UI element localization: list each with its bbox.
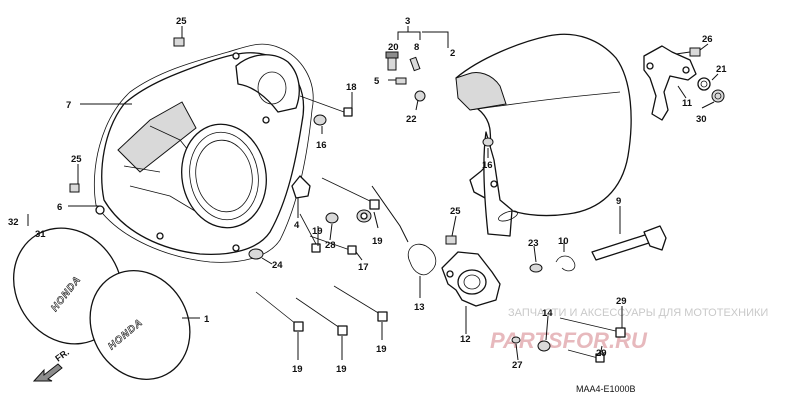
washer-27 xyxy=(511,336,521,344)
callout-27: 27 xyxy=(512,360,523,371)
washer-22 xyxy=(414,90,426,102)
shift-shaft-9 xyxy=(591,225,667,261)
bolt-26 xyxy=(675,47,701,57)
bolt-19-e xyxy=(333,285,388,322)
callout-labels: 25 7 25 6 32 31 1 3 20 8 2 5 22 18 16 16… xyxy=(8,16,727,375)
callout-10: 10 xyxy=(558,236,569,247)
washer-23 xyxy=(529,263,543,273)
callout-16-left: 16 xyxy=(316,140,327,151)
bolt-18 xyxy=(299,95,353,117)
callout-25-right: 25 xyxy=(450,206,461,217)
callout-25-left: 25 xyxy=(71,154,82,165)
callout-5: 5 xyxy=(374,76,380,87)
bolt-17 xyxy=(309,235,357,255)
grommet-16b xyxy=(482,137,494,147)
callout-13: 13 xyxy=(414,302,425,313)
callout-18: 18 xyxy=(346,82,357,93)
callout-11: 11 xyxy=(682,98,693,109)
callout-9: 9 xyxy=(616,196,621,207)
bracket-11 xyxy=(643,45,697,121)
callout-3: 3 xyxy=(405,16,410,27)
callout-29-top: 29 xyxy=(616,296,627,307)
callout-8: 8 xyxy=(414,42,419,53)
callout-19-bottom-right: 19 xyxy=(376,344,387,355)
bolt-19-d xyxy=(295,297,348,336)
callout-24: 24 xyxy=(272,260,283,271)
cover-gasket xyxy=(93,43,314,263)
callout-21: 21 xyxy=(716,64,727,75)
pump-cover-12 xyxy=(441,251,501,307)
left-crankcase-cover xyxy=(95,52,305,256)
dowel-25b xyxy=(69,183,80,193)
bolt-20 xyxy=(385,51,399,71)
rear-cover xyxy=(455,33,632,237)
diagram-code: MAA4-E1000B xyxy=(576,384,636,394)
bolt-19-long-a xyxy=(321,177,380,210)
callout-12: 12 xyxy=(460,334,471,345)
oil-seal-24 xyxy=(248,248,264,260)
bolt-19-a xyxy=(299,213,321,253)
o-ring-13 xyxy=(407,243,437,276)
callout-19-mid: 19 xyxy=(312,226,323,237)
sleeve-14 xyxy=(537,340,551,352)
callout-31: 31 xyxy=(35,229,46,240)
callout-4: 4 xyxy=(294,220,300,231)
front-label: FR. xyxy=(53,347,71,364)
callout-26: 26 xyxy=(702,34,713,45)
callout-19-bottom-mid: 19 xyxy=(336,364,347,375)
watermark-text: ЗАПЧАСТИ И АКСЕССУАРЫ ДЛЯ МОТОТЕХНИКИ xyxy=(508,307,768,319)
washer-28 xyxy=(325,212,339,224)
bolt-29a xyxy=(559,317,626,338)
spring-10 xyxy=(555,255,576,272)
callout-32: 32 xyxy=(8,217,19,228)
callout-23: 23 xyxy=(528,238,539,249)
callout-19-right: 19 xyxy=(372,236,383,247)
callout-17: 17 xyxy=(358,262,369,273)
callout-14: 14 xyxy=(542,308,553,319)
callout-7: 7 xyxy=(66,100,71,111)
callout-28: 28 xyxy=(325,240,336,251)
callout-25-top: 25 xyxy=(176,16,187,27)
callout-30: 30 xyxy=(696,114,707,125)
callout-19-bottom-left: 19 xyxy=(292,364,303,375)
grommet-16a xyxy=(313,114,327,126)
leader-lines xyxy=(27,26,719,361)
washer-30 xyxy=(711,89,725,103)
front-arrow-icon: FR. xyxy=(32,347,71,382)
callout-1: 1 xyxy=(204,314,210,325)
pin-5 xyxy=(395,77,407,85)
dowel-25a xyxy=(173,37,185,47)
callout-6: 6 xyxy=(57,202,62,213)
callout-2: 2 xyxy=(450,48,455,59)
side-cover-right: HONDA xyxy=(89,270,191,380)
callout-16-right: 16 xyxy=(482,160,493,171)
callout-29-bottom: 29 xyxy=(596,348,607,359)
nut-21 xyxy=(697,77,711,91)
callout-20: 20 xyxy=(388,42,399,53)
dowel-25c xyxy=(445,235,457,245)
callout-22: 22 xyxy=(406,114,417,125)
bolt-8 xyxy=(409,56,421,72)
clamp-4 xyxy=(291,175,311,199)
bolt-19-c xyxy=(255,291,304,332)
